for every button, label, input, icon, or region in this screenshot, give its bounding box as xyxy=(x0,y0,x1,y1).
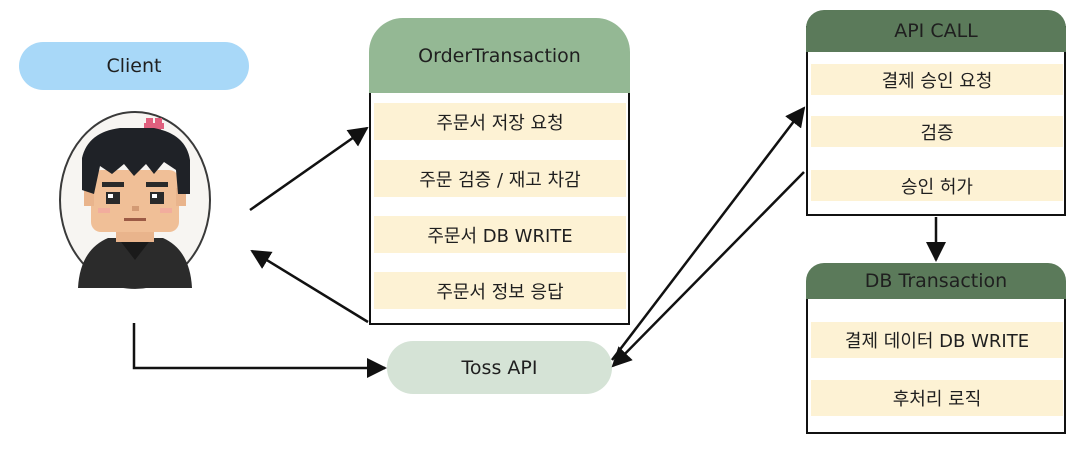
order-step-save-request: 주문서 저장 요청 xyxy=(374,103,626,140)
db-step-post-processing: 후처리 로직 xyxy=(811,380,1063,416)
order-step-validate-stock: 주문 검증 / 재고 차감 xyxy=(374,160,626,197)
order-transaction-title: OrderTransaction xyxy=(369,18,630,93)
api-step-verify: 검증 xyxy=(811,116,1063,147)
arrow-client-to-toss xyxy=(132,323,387,378)
client-label: Client xyxy=(19,42,249,90)
api-step-approval-granted: 승인 허가 xyxy=(811,170,1063,201)
db-step-payment-write: 결제 데이터 DB WRITE xyxy=(811,322,1063,358)
arrow-client-to-order xyxy=(249,126,369,212)
order-step-response: 주문서 정보 응답 xyxy=(374,272,626,309)
api-call-title: API CALL xyxy=(806,10,1066,52)
order-step-db-write: 주문서 DB WRITE xyxy=(374,216,626,253)
toss-api-label: Toss API xyxy=(387,341,612,394)
arrow-api-to-toss xyxy=(611,171,805,368)
arrow-order-to-client xyxy=(250,249,369,324)
api-step-approval-request: 결제 승인 요청 xyxy=(811,64,1063,95)
client-avatar xyxy=(59,111,211,289)
db-transaction-title: DB Transaction xyxy=(806,263,1066,299)
arrow-toss-to-api xyxy=(611,106,806,361)
